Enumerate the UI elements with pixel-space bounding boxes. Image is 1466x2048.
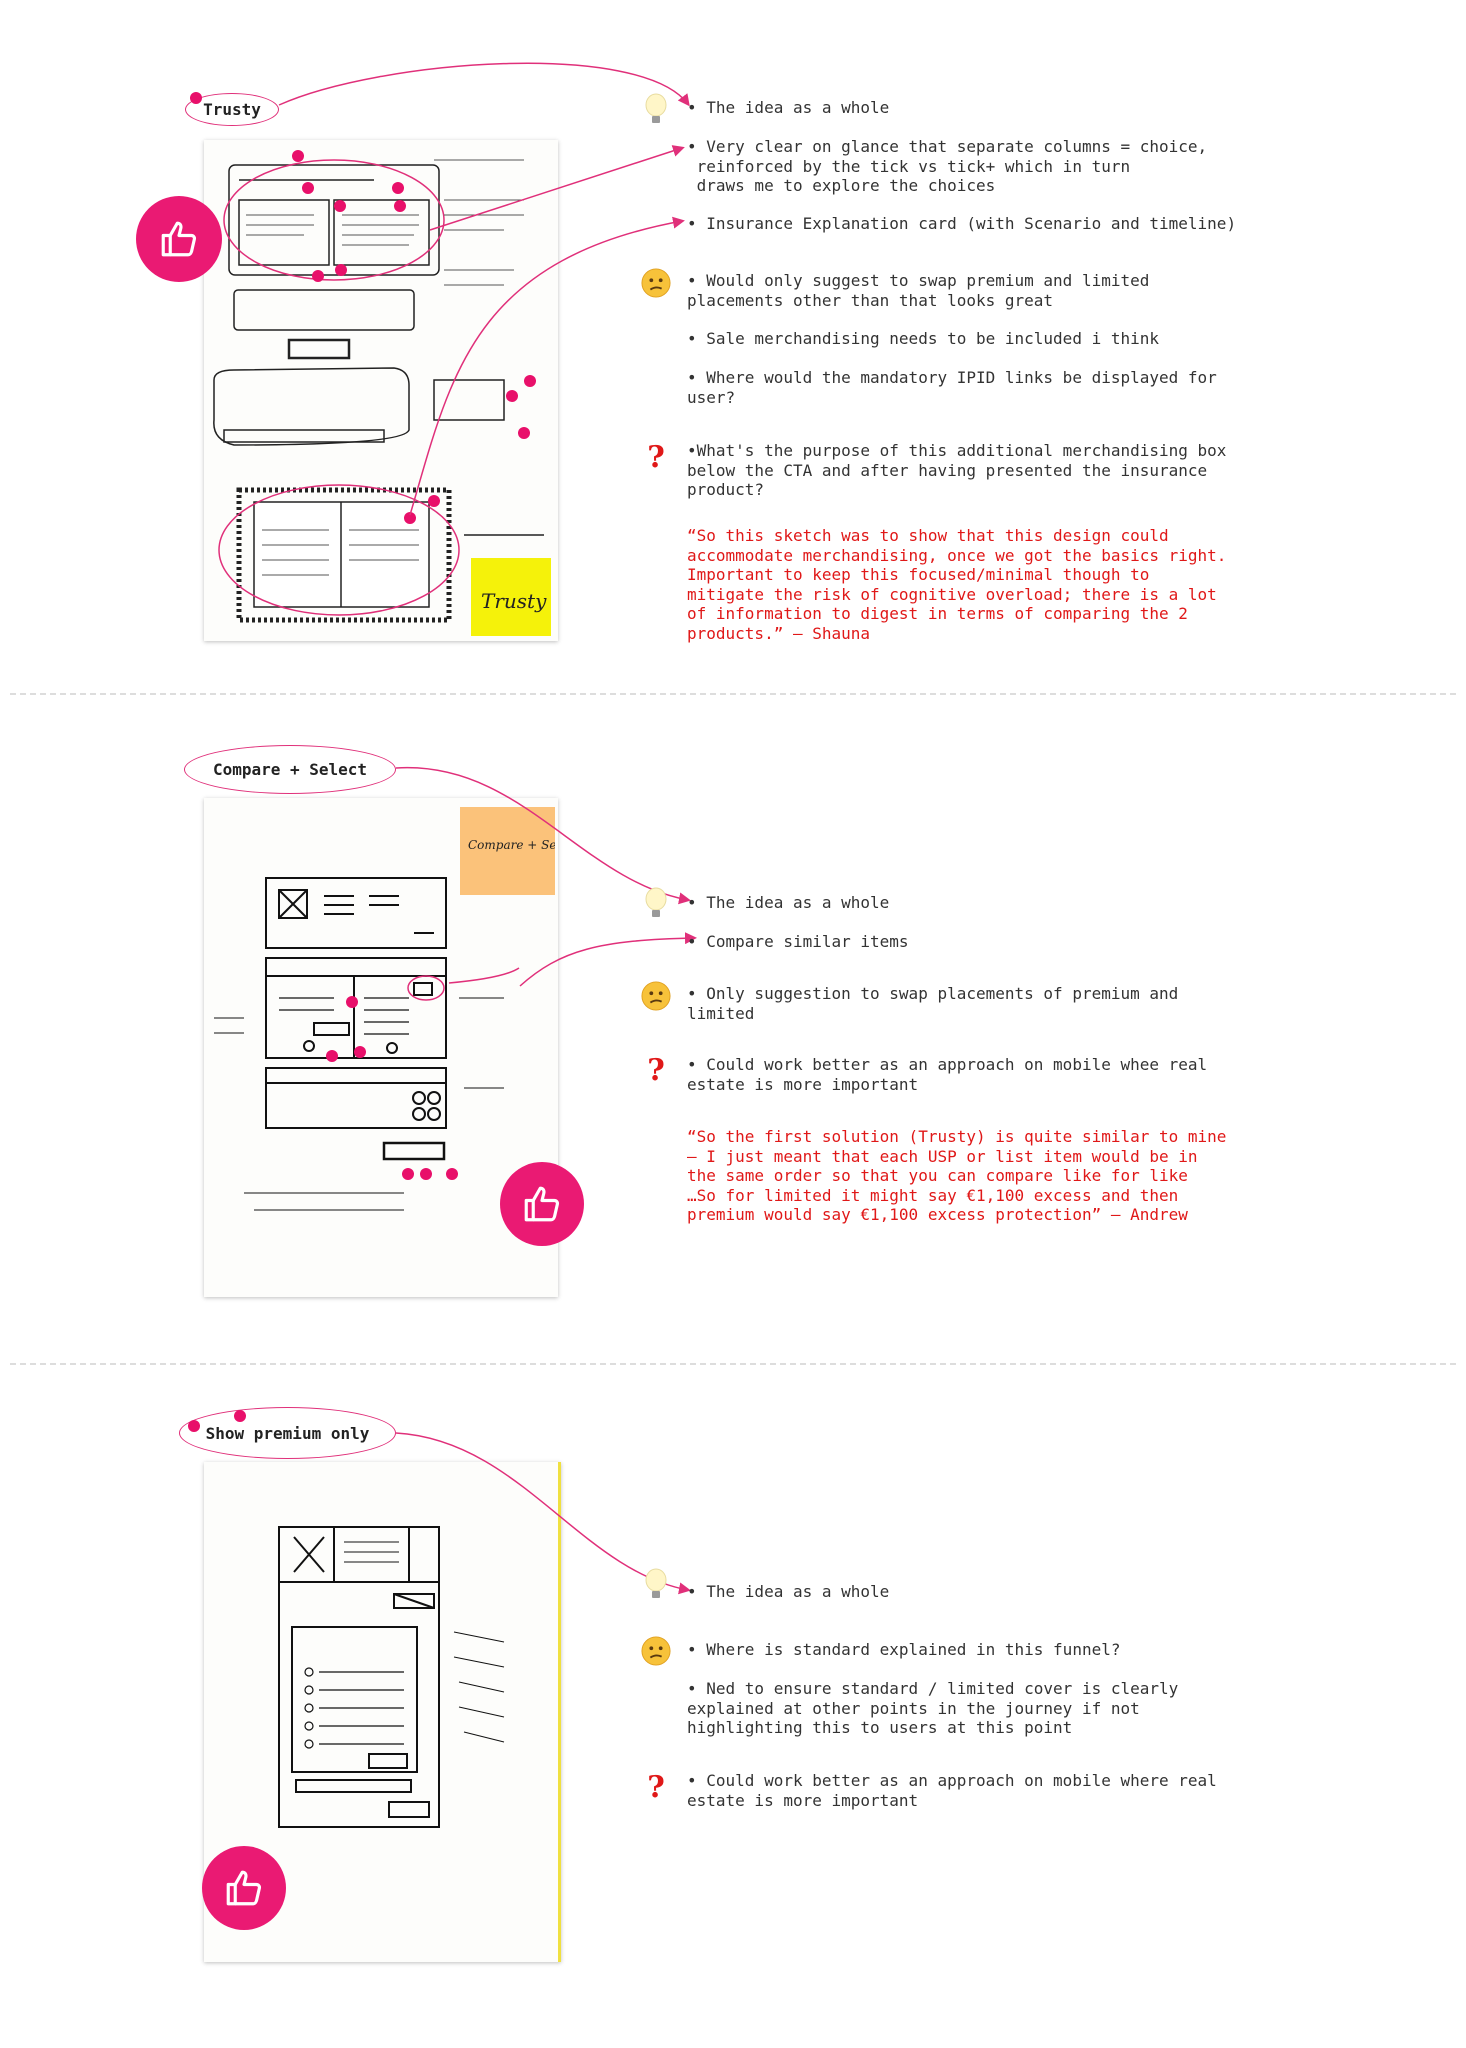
sticky-note: Trusty bbox=[471, 558, 551, 636]
arrow bbox=[429, 145, 685, 231]
annotation-dot bbox=[234, 1410, 246, 1422]
annotation-dot bbox=[302, 182, 314, 194]
lightbulb-icon bbox=[641, 93, 671, 127]
annotation-dot bbox=[402, 1168, 414, 1180]
arrow bbox=[278, 62, 690, 107]
confused-face-icon bbox=[641, 1634, 671, 1668]
question-mark-icon: ? bbox=[647, 1769, 665, 1805]
annotation-dot bbox=[354, 1046, 366, 1058]
sticky-note-text: Trusty bbox=[481, 589, 547, 613]
thumbs-up-icon bbox=[136, 196, 222, 282]
annotation-dot bbox=[188, 1420, 200, 1432]
annotation-dot bbox=[334, 200, 346, 212]
annotation-dot bbox=[428, 495, 440, 507]
annotation-dot bbox=[335, 264, 347, 276]
feedback-note: • The idea as a whole bbox=[687, 1582, 890, 1601]
feedback-note: • Could work better as an approach on mo… bbox=[687, 1055, 1208, 1094]
confused-face-icon bbox=[641, 979, 671, 1013]
feedback-note: • Only suggestion to swap placements of … bbox=[687, 984, 1179, 1023]
section-label-text: Show premium only bbox=[205, 1423, 370, 1443]
annotation-dot bbox=[524, 375, 536, 387]
section-divider bbox=[10, 693, 1456, 695]
lightbulb-icon bbox=[641, 887, 671, 921]
arrow bbox=[395, 766, 691, 905]
section-label-text: Trusty bbox=[203, 100, 261, 119]
quote-text: “So this sketch was to show that this de… bbox=[687, 526, 1227, 643]
thumbs-up-icon bbox=[500, 1162, 584, 1246]
feedback-note: • Very clear on glance that separate col… bbox=[687, 137, 1208, 195]
annotation-dot bbox=[312, 270, 324, 282]
feedback-note: •What's the purpose of this additional m… bbox=[687, 441, 1227, 499]
thumbs-up-icon bbox=[202, 1846, 286, 1930]
annotation-dot bbox=[346, 996, 358, 1008]
arrow bbox=[519, 932, 697, 987]
section-label-show-premium: Show premium only bbox=[179, 1407, 396, 1459]
arrow bbox=[409, 216, 685, 516]
feedback-note: • The idea as a whole bbox=[687, 98, 890, 117]
feedback-note: • Sale merchandising needs to be include… bbox=[687, 329, 1160, 348]
annotation-dot bbox=[446, 1168, 458, 1180]
question-mark-icon: ? bbox=[647, 439, 665, 475]
annotation-dot bbox=[292, 150, 304, 162]
annotation-dot bbox=[392, 182, 404, 194]
feedback-note: • Insurance Explanation card (with Scena… bbox=[687, 214, 1237, 233]
feedback-note: • Compare similar items bbox=[687, 932, 909, 951]
feedback-note: • The idea as a whole bbox=[687, 893, 890, 912]
arrow bbox=[395, 1432, 691, 1595]
section-divider bbox=[10, 1363, 1456, 1365]
section-label-compare-select: Compare + Select bbox=[184, 745, 396, 794]
annotation-dot bbox=[420, 1168, 432, 1180]
feedback-note: • Could work better as an approach on mo… bbox=[687, 1771, 1217, 1810]
section-label-trusty: Trusty bbox=[185, 93, 279, 126]
quote-text: “So the first solution (Trusty) is quite… bbox=[687, 1127, 1227, 1224]
lightbulb-icon bbox=[641, 1568, 671, 1602]
section-label-text: Compare + Select bbox=[212, 760, 368, 779]
sketch-compare-select: Compare + Select bbox=[204, 798, 579, 1297]
feedback-note: • Ned to ensure standard / limited cover… bbox=[687, 1679, 1179, 1737]
sketch-trusty: Trusty bbox=[204, 140, 558, 641]
annotation-dot bbox=[404, 512, 416, 524]
feedback-note: • Would only suggest to swap premium and… bbox=[687, 271, 1150, 310]
question-mark-icon: ? bbox=[647, 1052, 665, 1088]
annotation-dot bbox=[394, 200, 406, 212]
annotation-dot bbox=[326, 1050, 338, 1062]
feedback-note: • Where would the mandatory IPID links b… bbox=[687, 368, 1217, 407]
sticky-note: Compare + Select bbox=[460, 807, 579, 895]
annotation-dot bbox=[518, 427, 530, 439]
confused-face-icon bbox=[641, 266, 671, 300]
annotation-dot bbox=[506, 390, 518, 402]
feedback-note: • Where is standard explained in this fu… bbox=[687, 1640, 1121, 1659]
annotation-dot bbox=[190, 92, 202, 104]
sticky-note-text: Compare + Select bbox=[468, 838, 555, 852]
